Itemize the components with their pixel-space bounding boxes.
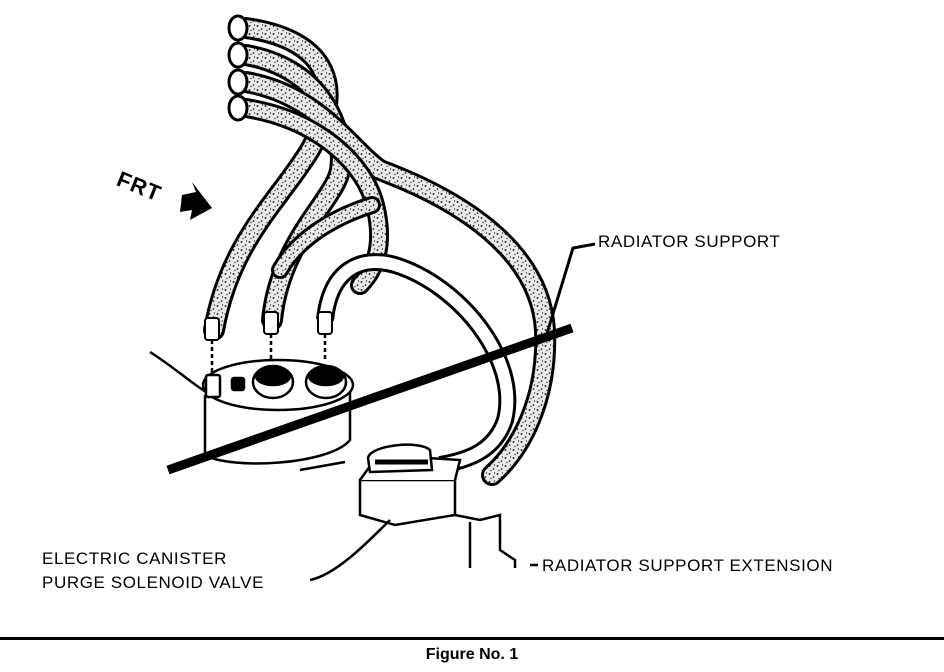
leader-lines [149,350,391,582]
canister [201,334,355,465]
radiator-support-bar [166,242,596,475]
vacuum-loop-hose [316,253,517,474]
front-arrow-icon [180,182,212,220]
radiator-support-extension-label: RADIATOR SUPPORT EXTENSION [542,556,834,575]
radiator-support-extension [454,513,538,568]
valve-label-line-1: ELECTRIC CANISTER [42,549,227,568]
figure-caption: Figure No. 1 [425,646,519,663]
valve-label-line-2: PURGE SOLENOID VALVE [42,573,265,592]
hose-end-collars [227,14,249,122]
solenoid-valve [299,443,462,527]
hose-bundle [203,17,557,486]
caption-divider [0,637,944,640]
radiator-support-label: RADIATOR SUPPORT [598,232,781,251]
hose-fittings [204,311,333,341]
